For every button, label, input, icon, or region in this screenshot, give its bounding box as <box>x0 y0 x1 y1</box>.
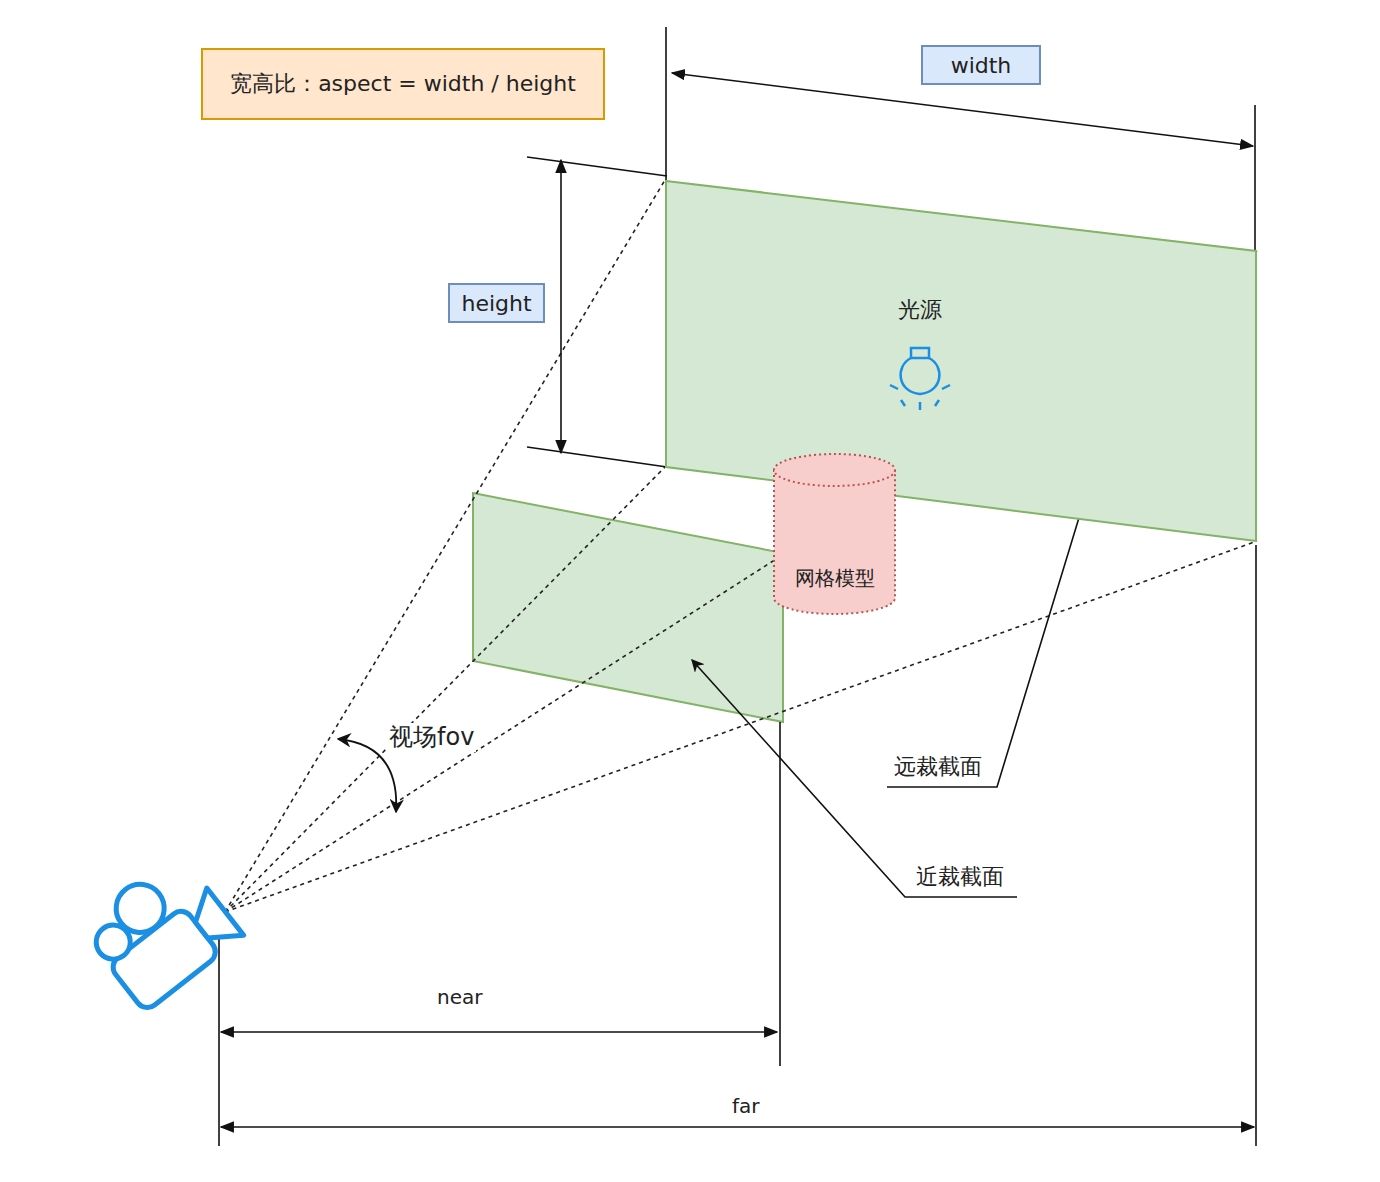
dimension-label: far <box>730 1094 762 1118</box>
callout-label: 近裁截面 <box>914 864 1006 890</box>
node-text: 网格模型 <box>795 565 875 592</box>
frustum-lines <box>225 180 1257 912</box>
aspect-box: 宽高比：aspect = width / height <box>201 48 605 120</box>
dimension-label-box: height <box>448 283 545 323</box>
leader-lines <box>692 452 1099 897</box>
distance-dimensions <box>219 545 1256 1146</box>
near-plane <box>473 493 783 722</box>
node-text: height <box>461 291 531 316</box>
node-text: 光源 <box>898 295 942 325</box>
camera-icon <box>78 849 244 1012</box>
height-dimension <box>527 157 667 467</box>
dimension-label: near <box>435 985 484 1009</box>
far-plane: 光源 <box>665 180 1257 542</box>
fov-label: 视场fov <box>387 723 476 752</box>
node-text: width <box>951 53 1012 78</box>
far-plane-shape <box>665 180 1257 542</box>
callout-label: 远裁截面 <box>892 754 984 780</box>
node-text: 宽高比：aspect = width / height <box>230 69 576 99</box>
light-bulb-icon <box>890 348 950 410</box>
dimension-label-box: width <box>921 45 1041 85</box>
mesh-cylinder: 网格模型 <box>772 452 897 616</box>
